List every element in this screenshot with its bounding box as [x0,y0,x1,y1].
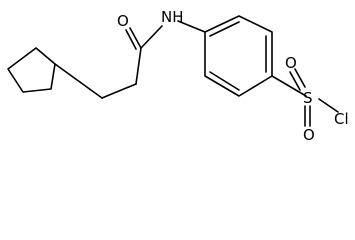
ring-to-sulfur-bond [271,75,307,97]
aromatic-inner-bond-3 [209,71,240,91]
carbonyl-double-bond-a [129,27,142,49]
carbonyl-double-bond-b [125,29,137,50]
sulfonyl-lower-oxygen-label: O [303,126,315,142]
carbonyl-oxygen-label: O [117,12,129,30]
sulfur-upper-oxygen-bond-a [289,71,301,91]
sulfonyl-chloride-group [271,68,339,127]
benzene-ring [177,15,273,97]
chlorine-label: Cl [334,110,349,128]
ch2-to-ch2-bond [101,83,137,99]
propanoyl-chain [54,25,163,99]
ring-to-ch2-bond [54,63,103,99]
sulfur-upper-oxygen-bond-b [294,68,306,88]
sulfonyl-upper-oxygen-label: O [285,54,297,72]
aromatic-inner-bond-1 [209,21,240,37]
cyclopentane-ring [7,47,56,93]
sulfur-label: S [303,89,313,107]
chemical-structure: NH O S O O Cl [7,8,349,142]
amide-nitrogen-label: NH [161,8,184,26]
carbonyl-to-nitrogen-bond [140,25,163,49]
sulfur-chlorine-bond [318,98,339,113]
ch2-to-carbonyl-bond [135,47,142,85]
